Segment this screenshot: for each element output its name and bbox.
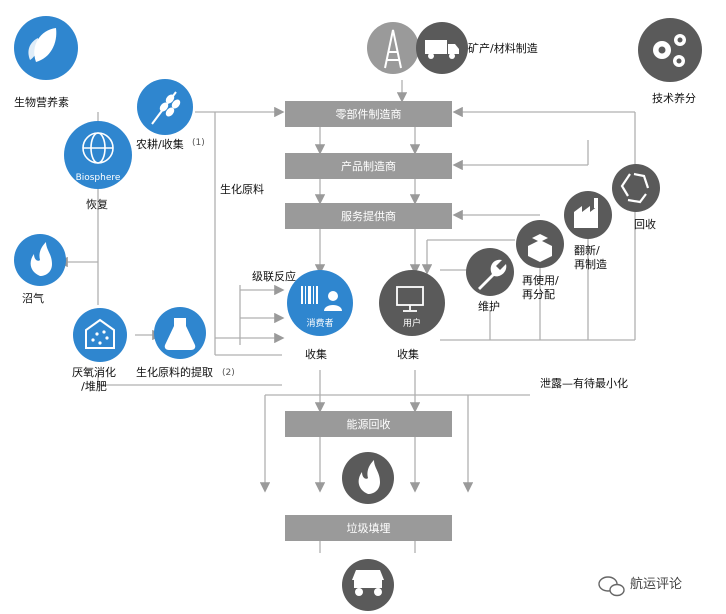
recycle-label: 回收 xyxy=(634,218,656,231)
barcode-consumer-icon xyxy=(301,286,342,311)
dump-truck-icon xyxy=(352,570,384,596)
parts-maker-bar: 零部件制造商 xyxy=(285,101,452,127)
wechat-icon xyxy=(598,576,625,597)
reuse-node xyxy=(516,220,564,268)
bio-nutrients-label: 生物营养素 xyxy=(14,96,69,109)
globe-icon xyxy=(82,132,114,164)
anaerobic-label: 厌氧消化 /堆肥 xyxy=(72,366,116,393)
restore-label: 恢复 xyxy=(86,198,108,211)
bio-nutrients-node xyxy=(14,16,78,80)
user-collect-label: 收集 xyxy=(397,348,419,361)
flask-icon xyxy=(164,318,196,350)
leakage-label: 泄露—有待最小化 xyxy=(540,377,628,390)
biochem-extract-note: (2) xyxy=(222,368,235,378)
tech-nutrients-node xyxy=(638,18,702,82)
farming-label: 农耕/收集 xyxy=(136,138,184,151)
factory-icon xyxy=(574,198,598,228)
biochem-extract-label: 生化原料的提取 xyxy=(136,366,213,379)
extract-node xyxy=(154,307,206,359)
refurbish-label: 翻新/ 再制造 xyxy=(574,244,607,271)
energy-recovery-label: 能源回收 xyxy=(346,418,391,431)
tech-nutrients-label: 技术养分 xyxy=(652,92,696,105)
biochem-feedstock-label: 生化原料 xyxy=(220,183,264,196)
maintain-node xyxy=(466,248,514,296)
mining-node xyxy=(367,22,468,74)
parts-maker-label: 零部件制造商 xyxy=(335,108,402,121)
biosphere-node: Biosphere xyxy=(64,121,132,189)
user-monitor-icon xyxy=(396,286,424,312)
consumer-circle-label: 消费者 xyxy=(306,317,333,329)
anaerobic-node xyxy=(73,308,127,362)
biosphere-circle-label: Biosphere xyxy=(76,173,121,183)
gears-icon xyxy=(653,34,686,67)
flow-lines xyxy=(57,80,636,553)
landfill-node xyxy=(342,559,394,611)
consumer-collect-label: 收集 xyxy=(305,348,327,361)
recycle-node xyxy=(612,164,660,212)
reuse-label: 再使用/ 再分配 xyxy=(522,274,559,301)
refurbish-node xyxy=(564,191,612,239)
service-provider-bar: 服务提供商 xyxy=(285,203,452,229)
service-provider-label: 服务提供商 xyxy=(341,210,396,223)
energy-node xyxy=(342,452,394,504)
recycle-icon xyxy=(620,172,650,204)
biogas-node xyxy=(14,234,66,286)
farming-node xyxy=(137,79,193,135)
farming-note: (1) xyxy=(192,138,205,148)
truck-icon xyxy=(425,40,459,59)
biogas-label: 沼气 xyxy=(22,292,44,305)
mining-label: 矿产/材料制造 xyxy=(468,42,538,55)
boxes-icon xyxy=(528,234,552,262)
user-circle-label: 用户 xyxy=(403,317,421,329)
energy-recovery-bar: 能源回收 xyxy=(285,411,452,437)
fire-icon xyxy=(358,460,380,494)
flame-icon xyxy=(30,242,52,276)
product-maker-bar: 产品制造商 xyxy=(285,153,452,179)
oil-rig-icon xyxy=(384,29,402,69)
watermark-text: 航运评论 xyxy=(630,577,683,592)
maintain-label: 维护 xyxy=(478,300,500,313)
wheat-icon xyxy=(151,91,181,125)
compost-icon xyxy=(85,318,115,349)
consumer-node: 消费者 xyxy=(287,270,353,336)
product-maker-label: 产品制造商 xyxy=(341,160,396,173)
landfill-label: 垃圾填埋 xyxy=(346,522,391,535)
cascade-label: 级联反应 xyxy=(252,270,296,283)
landfill-bar: 垃圾填埋 xyxy=(285,515,452,541)
user-node: 用户 xyxy=(379,270,445,336)
leaf-icon xyxy=(28,28,57,62)
wrench-icon xyxy=(478,259,507,290)
